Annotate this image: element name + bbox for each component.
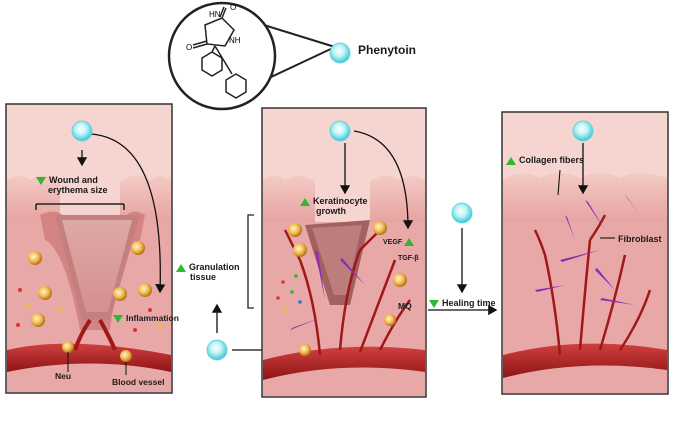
growth-factor-dots bbox=[276, 274, 302, 312]
phenytoin-bubble-3 bbox=[451, 202, 473, 224]
blood-vessel-3 bbox=[503, 343, 667, 378]
panel-healed bbox=[501, 111, 669, 395]
fibroblasts-2 bbox=[290, 250, 365, 330]
neu-cells bbox=[28, 241, 152, 362]
phenytoin-structure-circle bbox=[167, 1, 277, 111]
increase-arrow-icon bbox=[300, 197, 310, 206]
decrease-arrow-icon bbox=[36, 176, 46, 185]
increase-arrow-icon bbox=[506, 156, 516, 165]
collagen-fibers-label: Collagen fibers bbox=[506, 155, 584, 165]
granulation-tissue-label: Granulation tissue bbox=[176, 262, 240, 283]
svg-text:O: O bbox=[230, 3, 236, 12]
phenytoin-label: Phenytoin bbox=[358, 43, 417, 57]
cytokine-dots bbox=[16, 288, 162, 332]
phenytoin-bubble-1 bbox=[71, 120, 93, 142]
blood-vessel-1 bbox=[7, 343, 171, 372]
neu-label: Neu bbox=[55, 371, 72, 381]
vegf-label: VEGF bbox=[383, 238, 417, 247]
wound-erythema-label: Wound and erythema size bbox=[36, 175, 108, 196]
decrease-arrow-icon bbox=[429, 299, 439, 308]
mq-label: MQ bbox=[398, 301, 412, 311]
phenytoin-bubble-4 bbox=[572, 120, 594, 142]
svg-text:HN: HN bbox=[209, 10, 221, 19]
phenyl-ring-right bbox=[225, 73, 247, 99]
panel-wound bbox=[5, 103, 173, 394]
panel-granulation bbox=[261, 107, 427, 398]
blood-vessel-label: Blood vessel bbox=[112, 377, 165, 387]
phenytoin-bubble-mid bbox=[206, 339, 228, 361]
fibroblasts-3 bbox=[535, 195, 640, 305]
phenytoin-bubble bbox=[329, 42, 351, 64]
inflammation-label: Inflammation bbox=[113, 313, 179, 324]
increase-arrow-icon bbox=[404, 238, 415, 246]
tgf-beta-label: TGF-β bbox=[398, 255, 419, 262]
svg-text:O: O bbox=[186, 43, 192, 52]
phenytoin-bubble-2 bbox=[329, 120, 351, 142]
healing-time-label: Healing time bbox=[429, 298, 496, 308]
keratinocyte-growth-label: Keratinocyte growth bbox=[300, 196, 368, 217]
phenytoin-structure-group: HN O O NH bbox=[167, 1, 338, 111]
macrophages bbox=[288, 221, 407, 356]
decrease-arrow-icon bbox=[113, 314, 123, 323]
svg-text:NH: NH bbox=[229, 36, 241, 45]
fibroblast-label: Fibroblast bbox=[618, 234, 662, 244]
increase-arrow-icon bbox=[176, 263, 186, 272]
